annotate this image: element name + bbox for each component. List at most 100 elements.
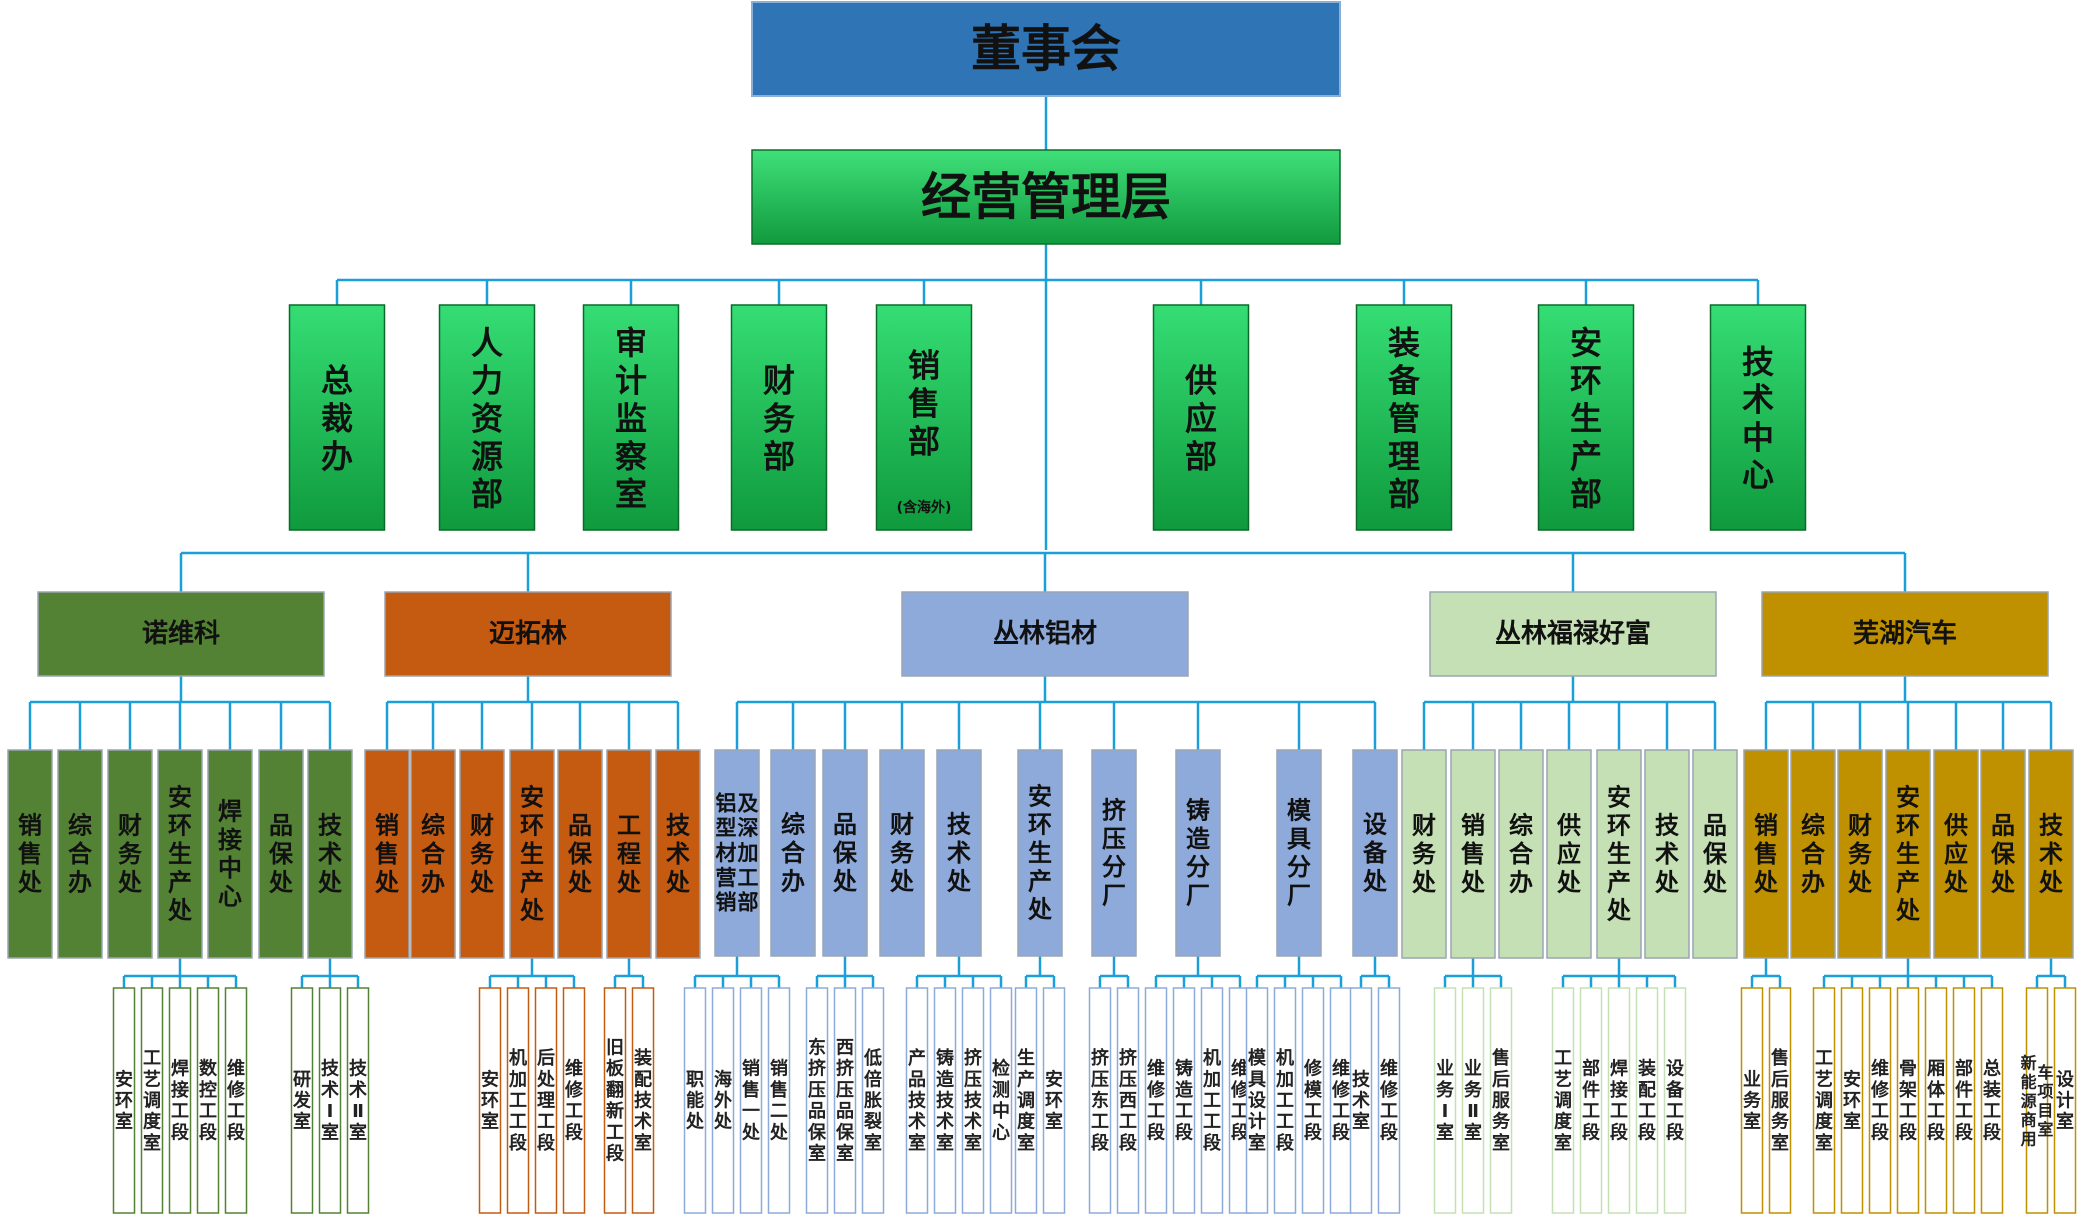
subunit-label: 维修工段维修工段 [226, 1057, 246, 1143]
subunit-label: 销售一处销售一处 [741, 1057, 761, 1143]
unit-box [1017, 749, 1063, 957]
subunit-label: 安环室安环室 [481, 1068, 499, 1132]
subunit-label: 修模工段修模工段 [1303, 1057, 1323, 1143]
subunit-box [1635, 987, 1659, 1214]
unit-label: 品保处品保处 [567, 812, 593, 897]
subunit-label: 铸造工段铸造工段 [1175, 1057, 1194, 1143]
subunit-box [1433, 987, 1457, 1214]
subunit-label: 机加工工段机加工工段 [1275, 1048, 1295, 1154]
company-label: 迈拓林 [489, 619, 567, 649]
subunit-label: 职能处职能处 [685, 1069, 705, 1132]
unit-box [1401, 749, 1447, 959]
department-label: 审计监察室审计监察室 [615, 324, 647, 513]
unit-box [936, 749, 982, 957]
unit-box [2028, 749, 2074, 959]
subunit-box [1172, 987, 1196, 1214]
subunit-label: 生产调度室生产调度室 [1017, 1047, 1036, 1154]
department-box [1537, 304, 1635, 531]
unit-label: 铸造分厂铸造分厂 [1186, 797, 1210, 910]
subunit-box [905, 987, 929, 1214]
subunit-box [1349, 987, 1373, 1214]
board-label: 董事会 [971, 20, 1121, 78]
unit-box [157, 749, 203, 959]
unit-box [822, 749, 868, 957]
subunit-box [739, 987, 763, 1214]
unit-label: 焊接中心焊接中心 [218, 798, 242, 911]
subunit-box [1663, 987, 1687, 1214]
unit-label: 铝型材营销及深加工部铝型材营销及深加工部 [715, 791, 759, 914]
unit-label: 安环生产处安环生产处 [1606, 783, 1631, 924]
unit-label: 工程处工程处 [616, 812, 641, 897]
unit-label: 品保处品保处 [832, 811, 858, 896]
unit-box [1352, 749, 1398, 957]
subunit-box [1144, 987, 1168, 1214]
subunit-box [1607, 987, 1631, 1214]
subunit-label: 维修工段维修工段 [1230, 1057, 1250, 1143]
company-box [901, 591, 1189, 677]
subunit-box [1840, 987, 1864, 1214]
subunit-box [1868, 987, 1892, 1214]
subunit-label: 挤压技术室挤压技术室 [964, 1047, 983, 1154]
company-box [1429, 591, 1717, 677]
connector-lines [28, 96, 2067, 988]
subunit-box [478, 987, 502, 1214]
subunit-box [1042, 987, 1066, 1214]
org-nodes: 董事会经营管理层总裁办总裁办人力资源部人力资源部审计监察室审计监察室财务部财务部… [7, 1, 2077, 1214]
subunit-label: 维修工段维修工段 [564, 1057, 584, 1143]
subunit-box [989, 987, 1013, 1214]
unit-label: 技术处技术处 [1654, 812, 1680, 897]
subunit-box [1812, 987, 1836, 1214]
subunit-label: 数控工段数控工段 [199, 1057, 218, 1143]
subunit-label: 安环室安环室 [1843, 1068, 1861, 1132]
unit-box [1546, 749, 1592, 959]
unit-box [57, 749, 103, 959]
subunit-box [1461, 987, 1485, 1214]
unit-label: 综合办综合办 [781, 811, 806, 896]
unit-label: 技术处技术处 [946, 811, 972, 896]
subunit-label: 挤压东工段挤压东工段 [1091, 1047, 1110, 1154]
unit-label: 安环生产处安环生产处 [519, 783, 544, 924]
management-label: 经营管理层 [921, 168, 1171, 226]
unit-label: 财务处财务处 [117, 812, 143, 897]
company-box [384, 591, 672, 677]
subunit-box [290, 987, 314, 1214]
department-box [1152, 304, 1250, 531]
unit-box [307, 749, 353, 959]
subunit-label: 安环室安环室 [115, 1068, 133, 1132]
unit-box [1692, 749, 1738, 959]
unit-box [509, 749, 555, 959]
subunit-label: 工艺调度室工艺调度室 [143, 1048, 162, 1154]
unit-box [1837, 749, 1883, 959]
company-box [1761, 591, 2049, 677]
unit-label: 综合办综合办 [1801, 812, 1826, 897]
unit-label: 模具分厂模具分厂 [1287, 797, 1312, 910]
unit-box [714, 749, 760, 957]
subunit-box [711, 987, 735, 1214]
subunit-label: 装配工段装配工段 [1638, 1057, 1657, 1143]
unit-box [1498, 749, 1544, 959]
department-label: 销售部销售部 [908, 347, 940, 461]
subunit-box [1924, 987, 1948, 1214]
subunit-box [346, 987, 370, 1214]
unit-box [1091, 749, 1137, 957]
subunit-label: 产品技术室产品技术室 [908, 1047, 927, 1154]
subunit-box [1116, 987, 1140, 1214]
subunit-box [1301, 987, 1325, 1214]
subunit-label: 机加工工段机加工工段 [508, 1048, 528, 1154]
department-label: 人力资源部人力资源部 [471, 324, 503, 513]
unit-box [655, 749, 701, 959]
subunit-box [767, 987, 791, 1214]
department-box [288, 304, 386, 531]
unit-box [1450, 749, 1496, 959]
subunit-box [603, 987, 627, 1214]
unit-box [1743, 749, 1789, 959]
unit-label: 财务处财务处 [1411, 812, 1437, 897]
subunit-label: 安环室安环室 [1045, 1068, 1063, 1132]
subunit-label: 总装工段总装工段 [1983, 1057, 2002, 1143]
unit-label: 安环生产处安环生产处 [1895, 783, 1920, 924]
subunit-box [1245, 987, 1269, 1214]
subunit-label: 设备工段设备工段 [1665, 1058, 1685, 1143]
